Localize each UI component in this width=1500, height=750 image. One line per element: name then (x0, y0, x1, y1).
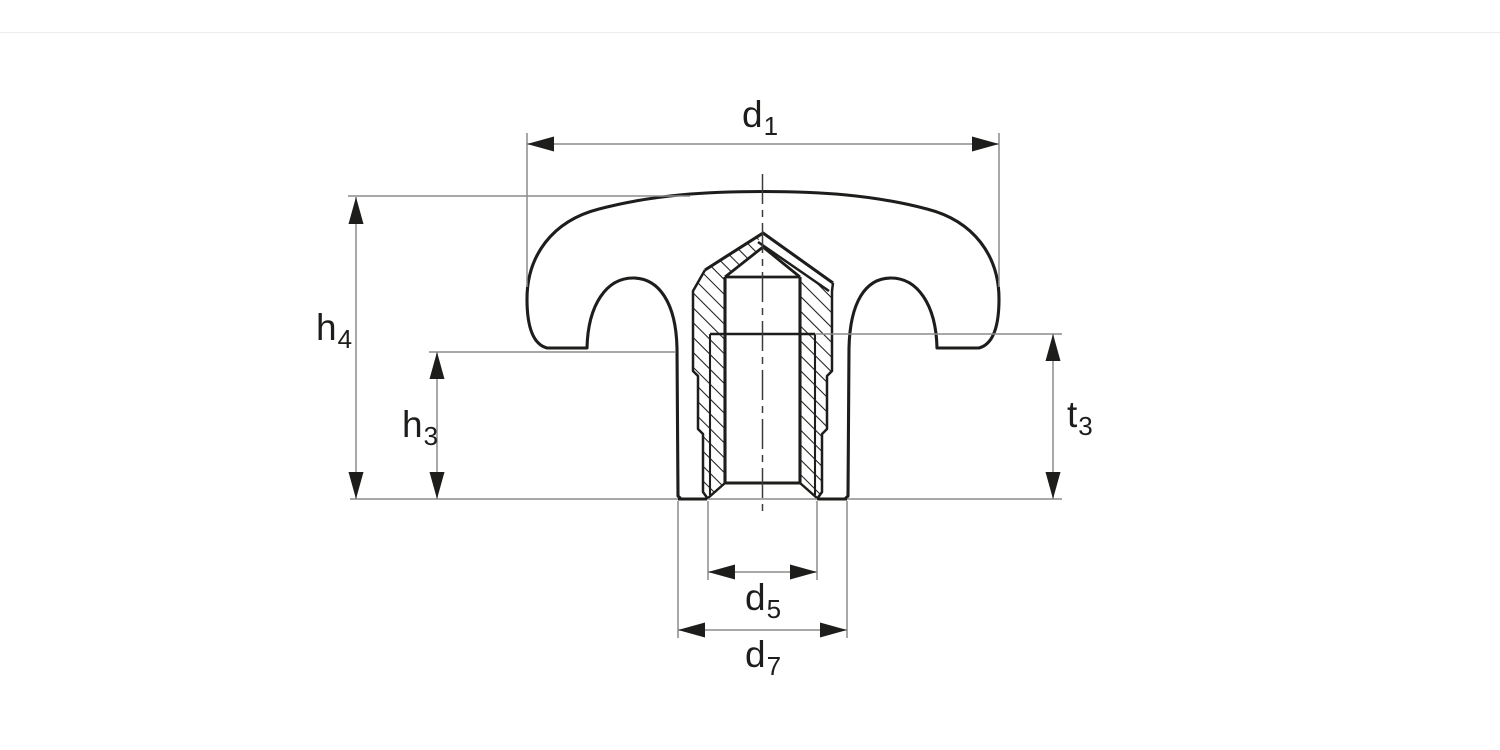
arrow-h3-top (429, 352, 445, 379)
insert-top-facet (757, 231, 835, 292)
arrow-d5-right (790, 564, 817, 580)
dimension-label-d7: d7 (745, 634, 781, 681)
bushing-insert-section (691, 231, 835, 501)
header-strip-divider (0, 0, 1500, 33)
dimension-label-d5: d5 (745, 577, 781, 624)
arrow-h4-bottom (348, 472, 364, 499)
arrow-h4-top (348, 197, 364, 224)
arrow-d5-left (708, 564, 735, 580)
threaded-bore-cavity (725, 246, 800, 483)
threaded-bore-lines (678, 245, 847, 501)
insert-facet-lower-edge (757, 240, 830, 293)
dimension-arrowheads (348, 136, 1061, 638)
arrow-t3-top (1045, 334, 1061, 361)
dimension-labels: d1 h4 h3 t3 d5 d7 (316, 94, 1093, 681)
arrow-d7-right (820, 622, 847, 638)
arrow-t3-bottom (1045, 472, 1061, 499)
knob-body-section (525, 189, 1001, 501)
dimension-label-t3: t3 (1067, 394, 1093, 441)
arrow-d1-left (527, 136, 554, 152)
arrow-h3-bottom (429, 472, 445, 499)
insert-outer-profile-right (815, 282, 835, 500)
countersink-chamfer-right (799, 482, 818, 499)
countersink-chamfer-left (707, 482, 726, 499)
dimension-label-h4: h4 (316, 307, 352, 354)
arrow-d7-left (678, 622, 705, 638)
dimension-label-h3: h3 (402, 404, 438, 451)
arrow-d1-right (972, 136, 999, 152)
insert-outer-profile-left (691, 269, 710, 500)
dimension-label-d1: d1 (742, 94, 778, 141)
